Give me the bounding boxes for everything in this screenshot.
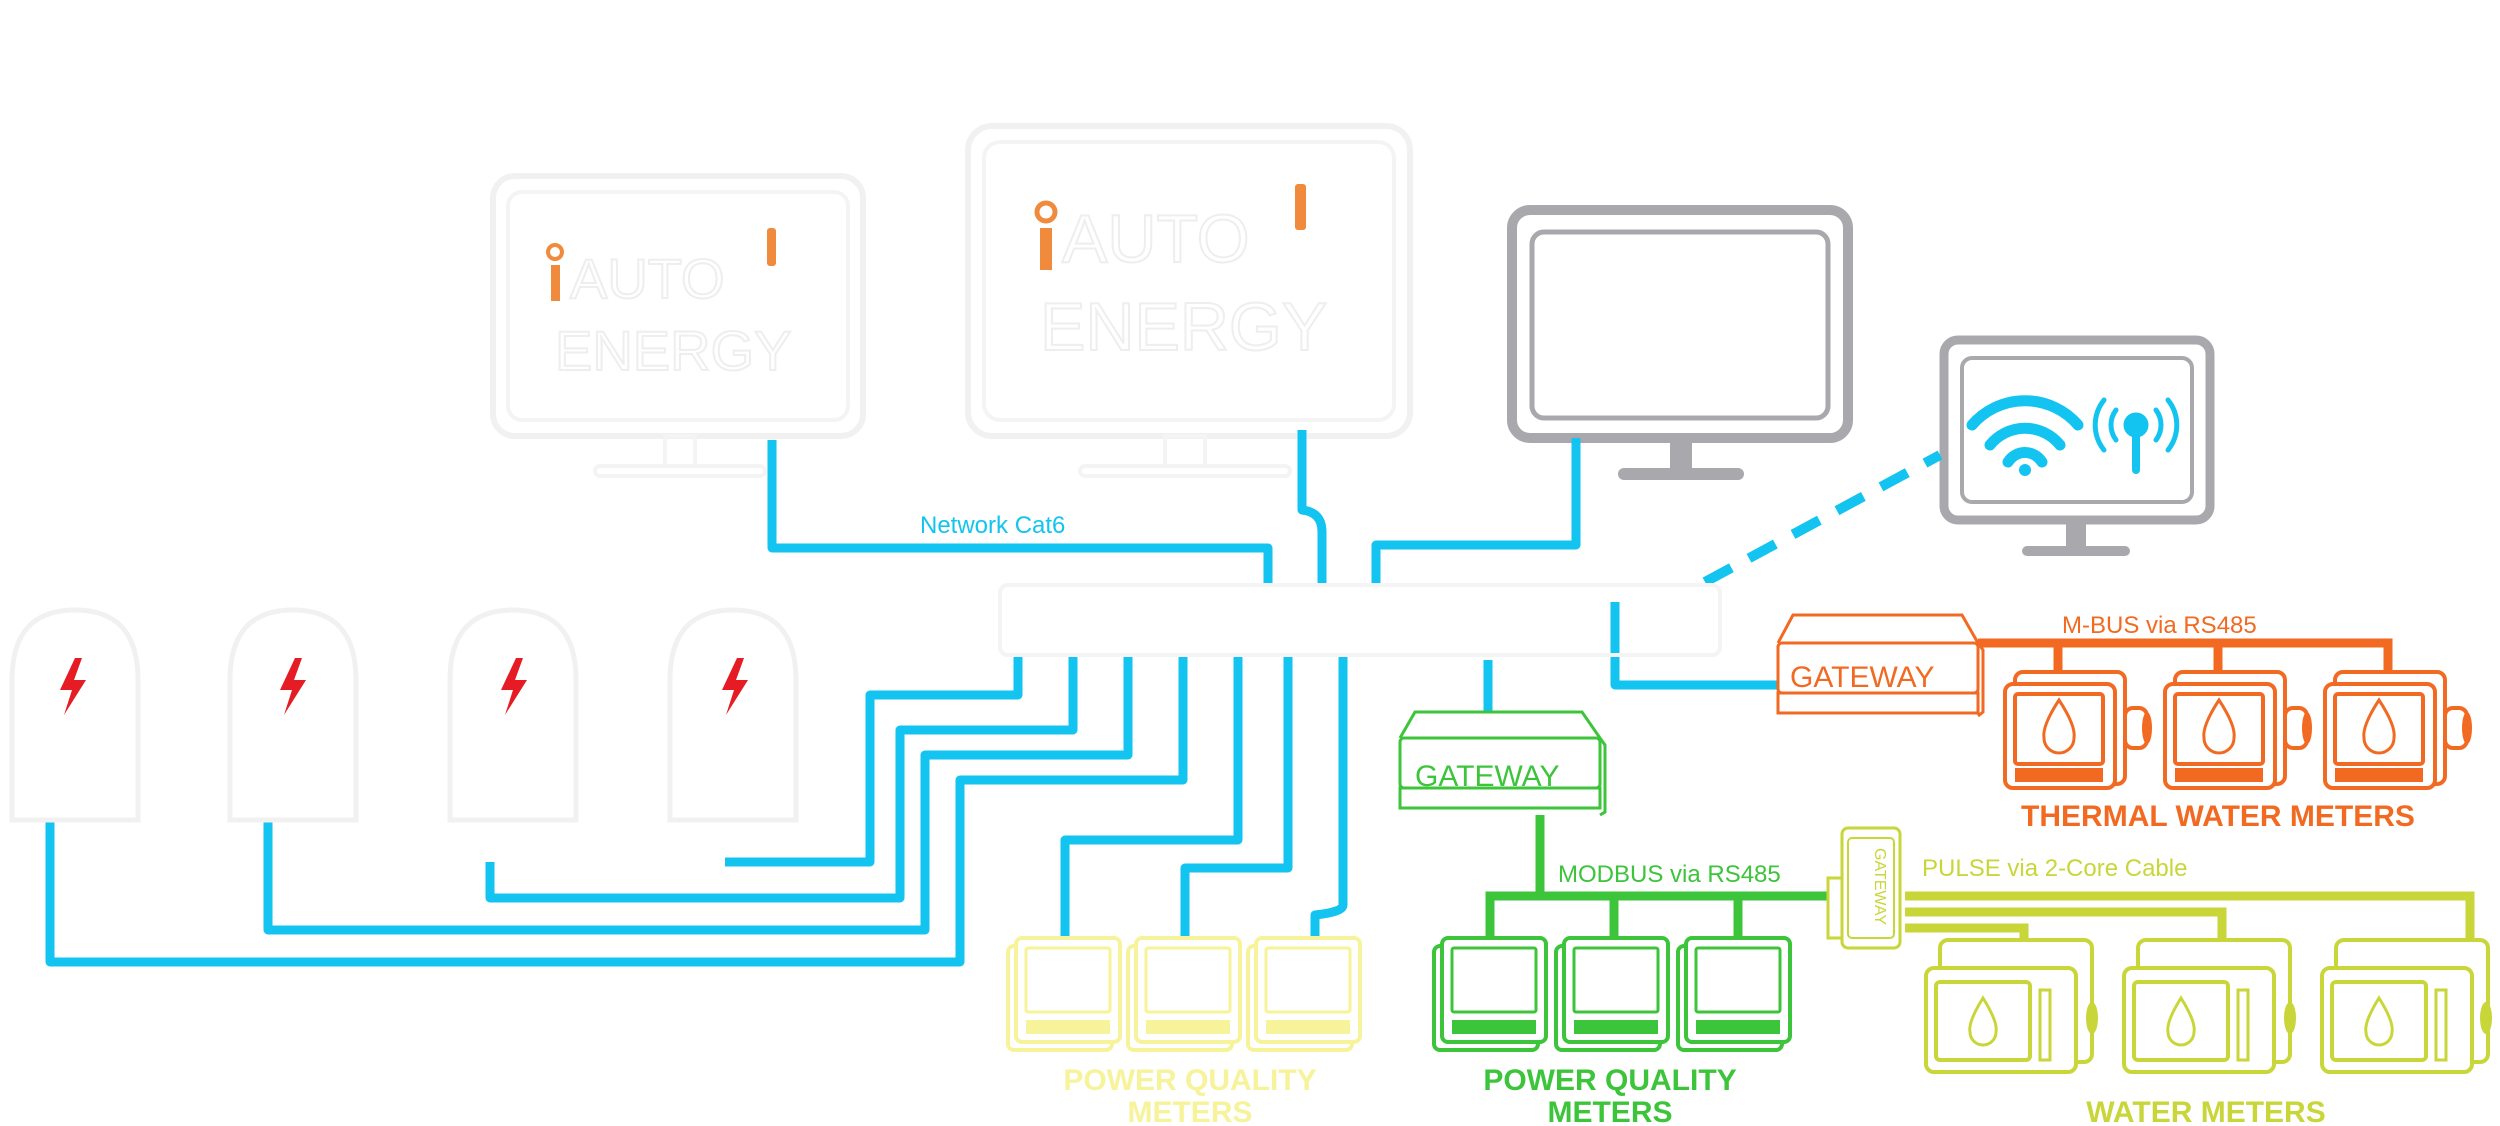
water-meters-label: WATER METERS [2086,1096,2325,1126]
mbus-label: M-BUS via RS485 [2062,612,2257,639]
logo-i-dot [546,243,564,261]
pq-meter-green [1676,936,1792,1052]
water-drop-icon [1968,995,1998,1047]
water-drop-icon [2166,995,2196,1047]
pc-monitor [1507,205,1853,480]
ev-charger-icon [9,607,141,823]
ev-chargers [9,607,799,823]
pq-meter-yellow [1126,936,1242,1052]
pulse-label: PULSE via 2-Core Cable [1922,855,2187,882]
ev-charger-icon [667,607,799,823]
lightning-icon [280,658,306,715]
gateway-green: GATEWAY [1398,710,1607,817]
pq-meter-green [1432,936,1548,1052]
lightning-icon [722,658,748,715]
water-meters [1924,938,2492,1074]
thermal-meters-label: THERMAL WATER METERS [2021,800,2415,833]
water-meter [2320,938,2492,1074]
ev-charger-icon [227,607,359,823]
small-logo-line2: ENERGY [555,319,792,382]
gateway-pulse: GATEWAY [1826,826,1902,950]
gateway-green-label: GATEWAY [1415,760,1559,793]
mbus-cables [1978,638,2393,672]
water-meter [2122,938,2296,1074]
modbus-label: MODBUS via RS485 [1558,861,1781,888]
thermal-meters [2003,670,2472,790]
wifi-icon [1966,395,2084,476]
water-drop-icon [2042,697,2076,755]
thermal-meter [2003,670,2152,790]
gateway-pulse-label: GATEWAY [1871,848,1888,925]
large-logo-screen: AUTO ENERGY [965,123,1413,478]
pq-meter-green [1554,936,1670,1052]
large-logo-line2: ENERGY [1040,289,1327,365]
water-meter [1924,938,2098,1074]
water-drop-icon [2202,697,2236,755]
network-cables [45,430,1943,967]
logo-i-dot [1034,200,1058,224]
pq-meter-yellow [1006,936,1122,1052]
pq-meters-green [1432,936,1792,1052]
gateway-orange: GATEWAY [1776,613,1985,718]
network-cable-label: Network Cat6 [920,512,1065,539]
lightning-icon [60,658,86,715]
pq-yellow-label-line1: POWER QUALITY [1063,1064,1316,1097]
network-switch [998,583,1722,657]
water-drop-icon [2362,697,2396,755]
antenna-icon [2092,397,2180,474]
small-logo-line1: AUTO [570,247,725,310]
pq-meters-yellow [1006,936,1362,1052]
thermal-meter [2323,670,2472,790]
ev-charger-icon [447,607,579,823]
modbus-cables [1485,815,1845,938]
wireless-monitor [1939,335,2215,556]
pq-meter-yellow [1246,936,1362,1052]
pq-green-label-line1: POWER QUALITY [1483,1064,1736,1097]
water-drop-icon [2364,995,2394,1047]
lightning-icon [501,658,527,715]
pulse-cables [1905,891,2475,940]
large-logo-line1: AUTO [1062,201,1250,277]
pq-green-label-line2: METERS [1547,1096,1672,1126]
small-logo-screen: AUTO ENERGY [490,173,866,478]
pq-yellow-label-line2: METERS [1127,1096,1252,1126]
gateway-orange-label: GATEWAY [1790,661,1934,694]
thermal-meter [2163,670,2312,790]
